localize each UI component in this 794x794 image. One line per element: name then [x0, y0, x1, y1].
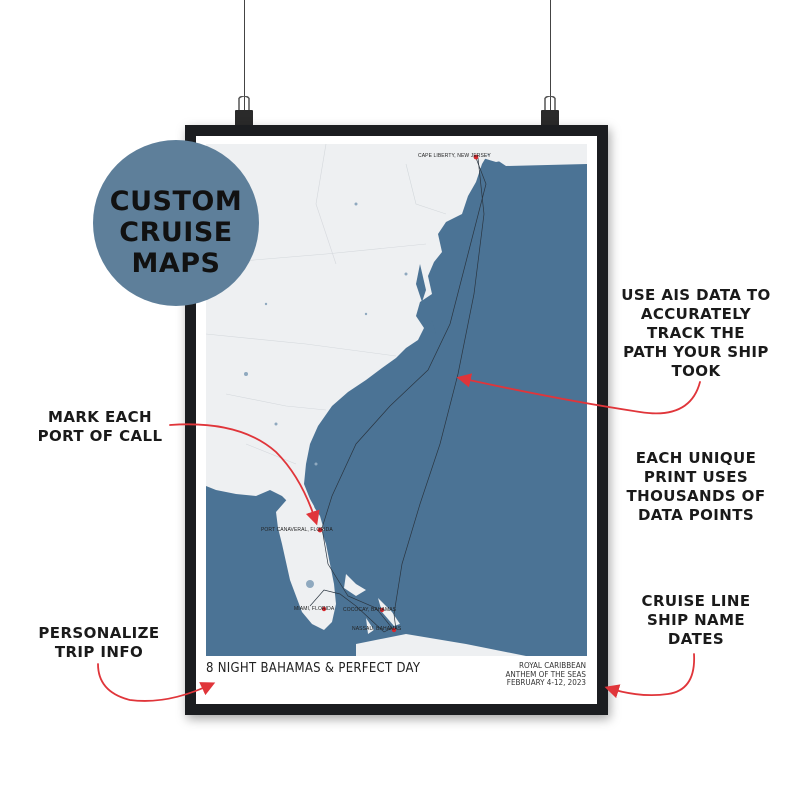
callout-cruise-line: CRUISE LINE SHIP NAME DATES: [606, 592, 786, 649]
callout-unique-line-4: DATA POINTS: [637, 506, 755, 524]
custom-cruise-maps-badge: [93, 140, 259, 306]
callout-personalize: PERSONALIZE TRIP INFO: [14, 624, 184, 662]
callout-unique-print: EACH UNIQUE PRINT USES THOUSANDS OF DATA…: [606, 449, 786, 525]
callout-unique-line-2: PRINT USES: [643, 468, 749, 486]
callout-cruise-line-2: SHIP NAME: [646, 611, 746, 629]
port-label-miami: MIAMI, FLORIDA: [294, 606, 335, 612]
ship-track: [309, 157, 487, 633]
badge-line-2: CRUISE: [119, 217, 233, 248]
port-marker-nassau: [391, 627, 397, 633]
callout-ais-line-1: USE AIS DATA TO: [621, 286, 771, 304]
poster-cruise-line: ROYAL CARIBBEAN: [518, 661, 586, 670]
badge-line-1: CUSTOM: [109, 186, 243, 217]
port-label-cape-liberty: CAPE LIBERTY, NEW JERSEY: [418, 153, 491, 159]
callout-ais-line-2: ACCURATELY: [640, 305, 752, 323]
callout-ais-line-4: PATH YOUR SHIP: [623, 343, 769, 361]
poster-ship-name: ANTHEM OF THE SEAS: [505, 669, 587, 679]
poster-trip-info: ROYAL CARIBBEAN ANTHEM OF THE SEAS FEBRU…: [505, 661, 587, 688]
badge-line-3: MAPS: [131, 248, 221, 279]
callout-port-line-2: PORT OF CALL: [37, 427, 163, 445]
callout-cruise-line-1: CRUISE LINE: [641, 592, 751, 610]
port-marker-port-canaveral: [317, 527, 323, 533]
badge-text: CUSTOM CRUISE MAPS: [93, 186, 259, 279]
hanging-wire-left: [244, 0, 245, 112]
callout-port-of-call: MARK EACH PORT OF CALL: [20, 408, 180, 446]
cruise-map: CAPE LIBERTY, NEW JERSEY PORT CANAVERAL,…: [206, 144, 587, 656]
poster-dates: FEBRUARY 4-12, 2023: [506, 678, 586, 687]
port-marker-cape-liberty: [473, 154, 479, 160]
callout-ais-line-3: TRACK THE: [647, 324, 745, 342]
port-label-nassau: NASSAU, BAHAMAS: [352, 626, 402, 632]
port-marker-cococay: [379, 607, 385, 613]
florida-land: [276, 492, 336, 630]
callout-personalize-line-1: PERSONALIZE: [38, 624, 160, 642]
port-label-cococay: COCOCAY, BAHAMAS: [343, 607, 397, 613]
port-label-port-canaveral: PORT CANAVERAL, FLORIDA: [261, 527, 333, 533]
port-markers: [317, 154, 479, 633]
callout-personalize-line-2: TRIP INFO: [54, 643, 144, 661]
bahamas-islands: [344, 574, 366, 596]
arrow-cruise-icon: [604, 653, 695, 699]
port-marker-miami: [321, 606, 327, 612]
callout-port-line-1: MARK EACH: [48, 408, 152, 426]
callout-ais-line-5: TOOK: [671, 362, 721, 380]
callout-cruise-line-3: DATES: [667, 630, 725, 648]
poster-trip-title: 8 NIGHT BAHAMAS & PERFECT DAY: [206, 661, 421, 676]
map-graphic: [206, 144, 587, 656]
callout-unique-line-3: THOUSANDS OF: [626, 487, 766, 505]
callout-unique-line-1: EACH UNIQUE: [635, 449, 757, 467]
us-east-coast-land: [206, 144, 587, 538]
callout-ais-data: USE AIS DATA TO ACCURATELY TRACK THE PAT…: [606, 286, 786, 381]
hanging-wire-right: [550, 0, 551, 112]
